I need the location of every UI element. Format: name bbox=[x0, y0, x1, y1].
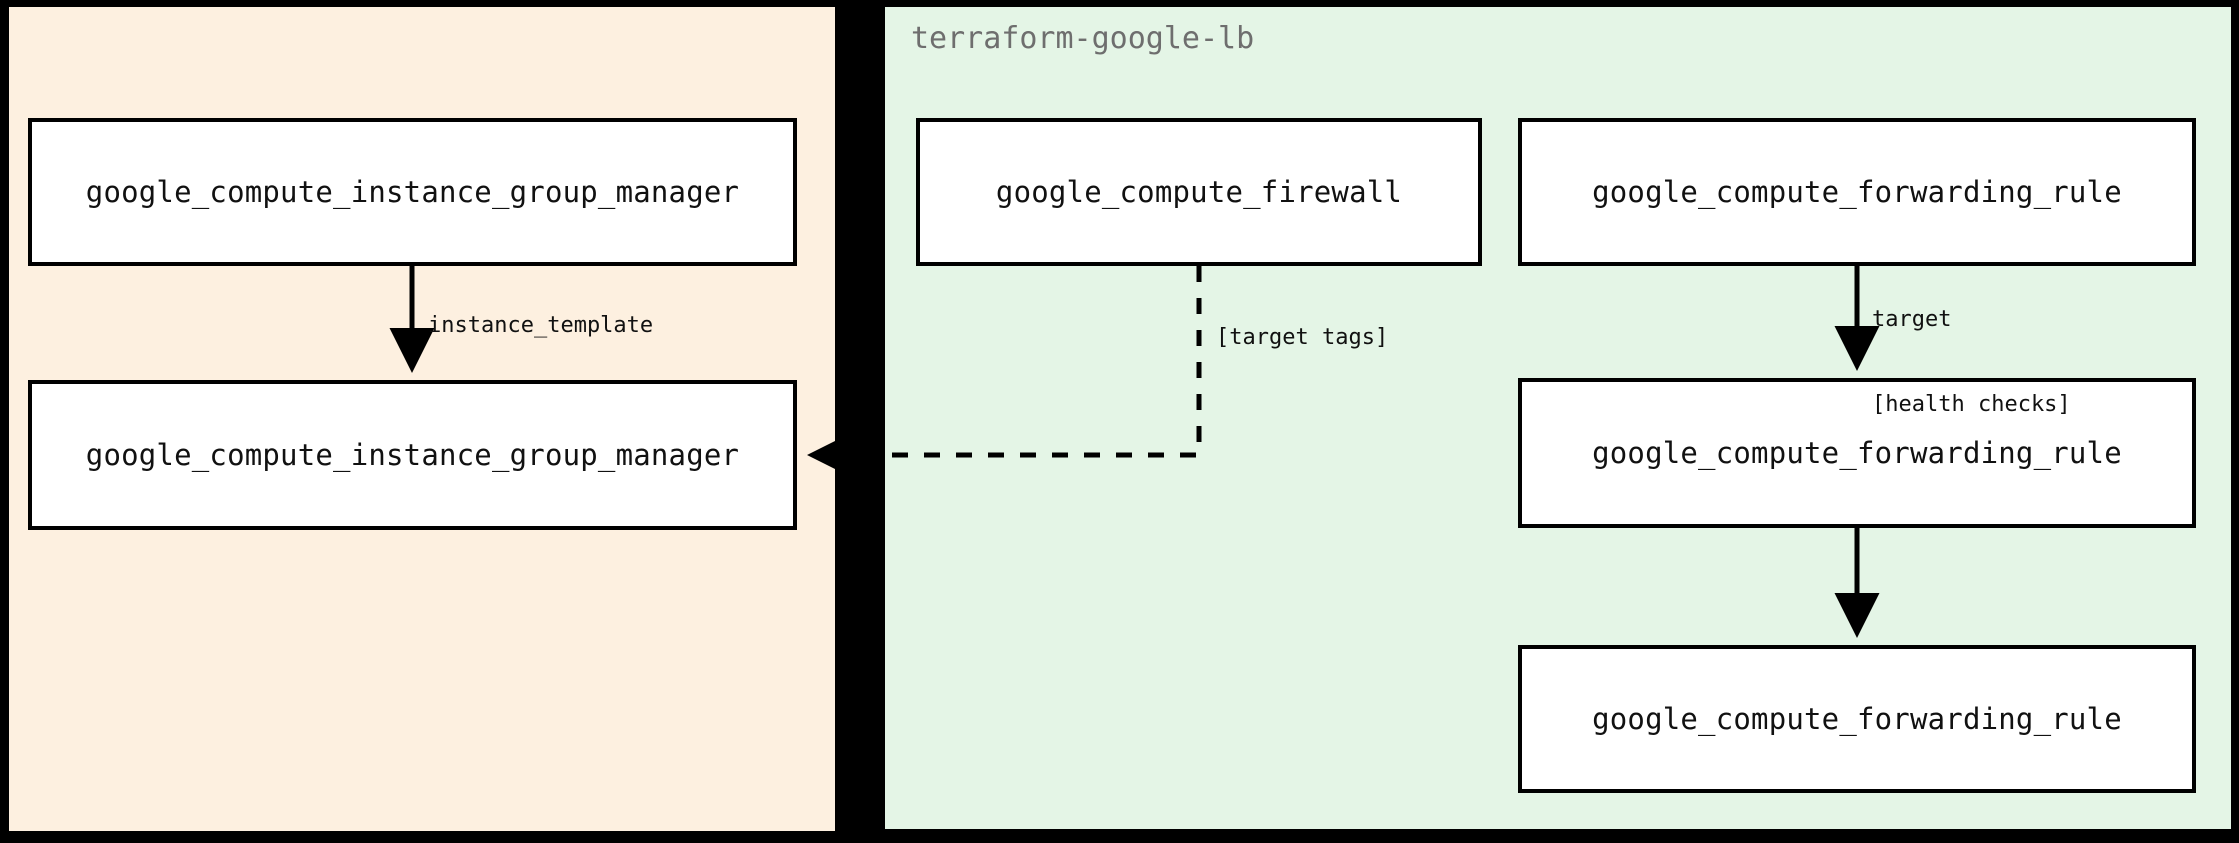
node-label: google_compute_instance_group_manager bbox=[85, 438, 740, 472]
node-label: google_compute_firewall bbox=[995, 175, 1403, 209]
node-google-compute-instance-group-manager-bottom[interactable]: google_compute_instance_group_manager bbox=[28, 380, 797, 530]
node-google-compute-forwarding-rule-2[interactable]: google_compute_forwarding_rule bbox=[1518, 378, 2196, 528]
edge-label-target-tags: [target tags] bbox=[1216, 325, 1389, 350]
node-label: google_compute_forwarding_rule bbox=[1592, 436, 2122, 470]
node-label: google_compute_forwarding_rule bbox=[1592, 175, 2122, 209]
node-google-compute-forwarding-rule-1[interactable]: google_compute_forwarding_rule bbox=[1518, 118, 2196, 266]
node-google-compute-firewall[interactable]: google_compute_firewall bbox=[916, 118, 1482, 266]
node-label: google_compute_forwarding_rule bbox=[1592, 702, 2122, 736]
edge-label-health-checks: [health checks] bbox=[1872, 392, 2071, 417]
edge-label-target: target bbox=[1872, 307, 1952, 332]
node-google-compute-instance-group-manager-top[interactable]: google_compute_instance_group_manager bbox=[28, 118, 797, 266]
node-google-compute-forwarding-rule-3[interactable]: google_compute_forwarding_rule bbox=[1518, 645, 2196, 793]
edge-label-instance-template: instance_template bbox=[428, 313, 654, 338]
cluster-label-terraform-google-lb: terraform-google-lb bbox=[911, 21, 1255, 56]
node-label: google_compute_instance_group_manager bbox=[85, 175, 740, 209]
